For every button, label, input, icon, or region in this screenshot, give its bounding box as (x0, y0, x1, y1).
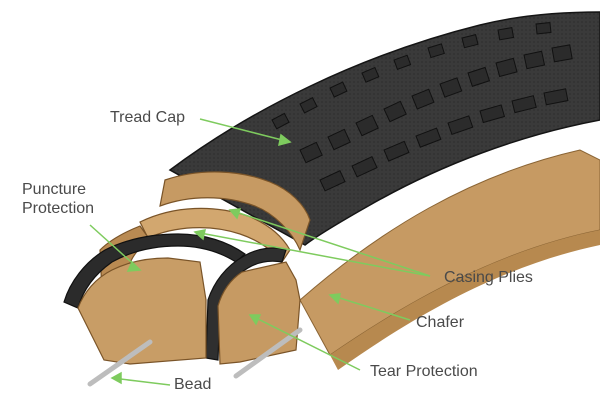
leader-lines (89, 118, 431, 386)
label-puncture-protection: Puncture Protection (22, 181, 95, 217)
sidewall-tan-lower (330, 230, 600, 370)
inner-tan-wall (217, 261, 301, 365)
label-casing-plies: Casing Plies (444, 269, 533, 286)
label-tear-protection: Tear Protection (370, 363, 478, 380)
tread-blocks (271, 21, 573, 192)
casing-ply-outer (159, 171, 311, 252)
casing-ply-inner (139, 207, 291, 264)
label-bead: Bead (174, 376, 212, 393)
label-tread-cap: Tread Cap (110, 109, 185, 126)
puncture-protection-layer (63, 233, 246, 309)
label-chafer: Chafer (416, 314, 465, 331)
bead-wire-left (87, 339, 153, 387)
left-tan-wall (77, 257, 207, 365)
bead-wire-right (233, 327, 303, 379)
